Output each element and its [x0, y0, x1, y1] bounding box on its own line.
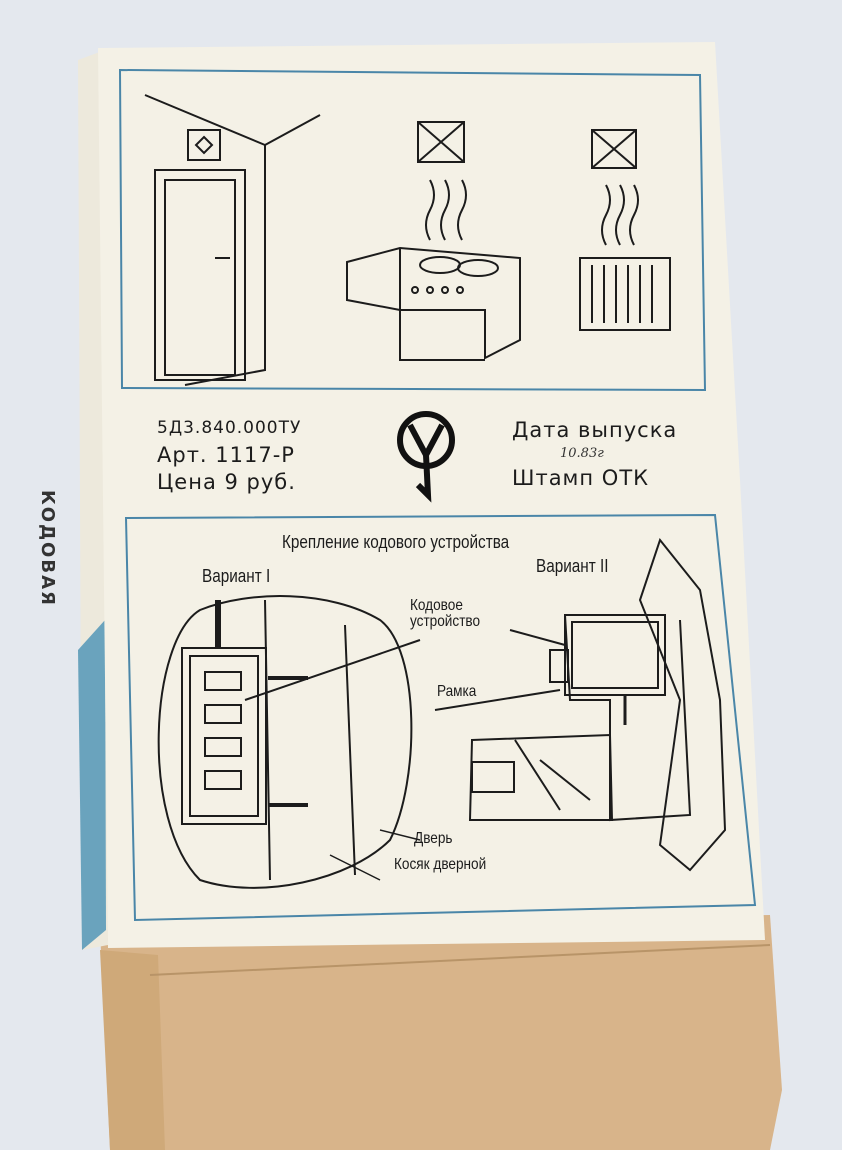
mounting-title: Крепление кодового устройства	[282, 532, 510, 552]
manufacturer-logo	[397, 411, 455, 503]
door-jamb-label: Косяк дверной	[394, 856, 487, 873]
top-panel-frame	[118, 68, 707, 392]
stove-illustration	[346, 121, 521, 361]
spec-code: 5Д3.840.000ТУ	[157, 418, 302, 438]
bottom-panel-frame	[124, 513, 757, 922]
frame-label: Рамка	[437, 683, 477, 700]
cardboard-side	[100, 950, 165, 1150]
variant-2-label: Вариант II	[536, 556, 609, 576]
variant-1-label: Вариант I	[202, 566, 271, 586]
spine-blue-stripe	[78, 620, 106, 950]
door-illustration	[144, 94, 321, 386]
side-label: КОДОВАЯ	[37, 490, 58, 607]
release-date-value: 10.83г	[560, 446, 604, 461]
cardboard-base	[100, 915, 782, 1150]
qc-stamp-label: Штамп ОТК	[512, 466, 650, 490]
article-number: Арт. 1117-Р	[157, 443, 295, 467]
door-label: Дверь	[414, 830, 453, 847]
release-date-label: Дата выпуска	[512, 418, 678, 442]
variant-2-diagram	[434, 537, 727, 872]
price: Цена 9 руб.	[157, 470, 296, 494]
device-label: Кодовое устройство	[410, 597, 481, 630]
radiator-illustration	[579, 129, 671, 331]
variant-1-diagram	[157, 595, 421, 889]
